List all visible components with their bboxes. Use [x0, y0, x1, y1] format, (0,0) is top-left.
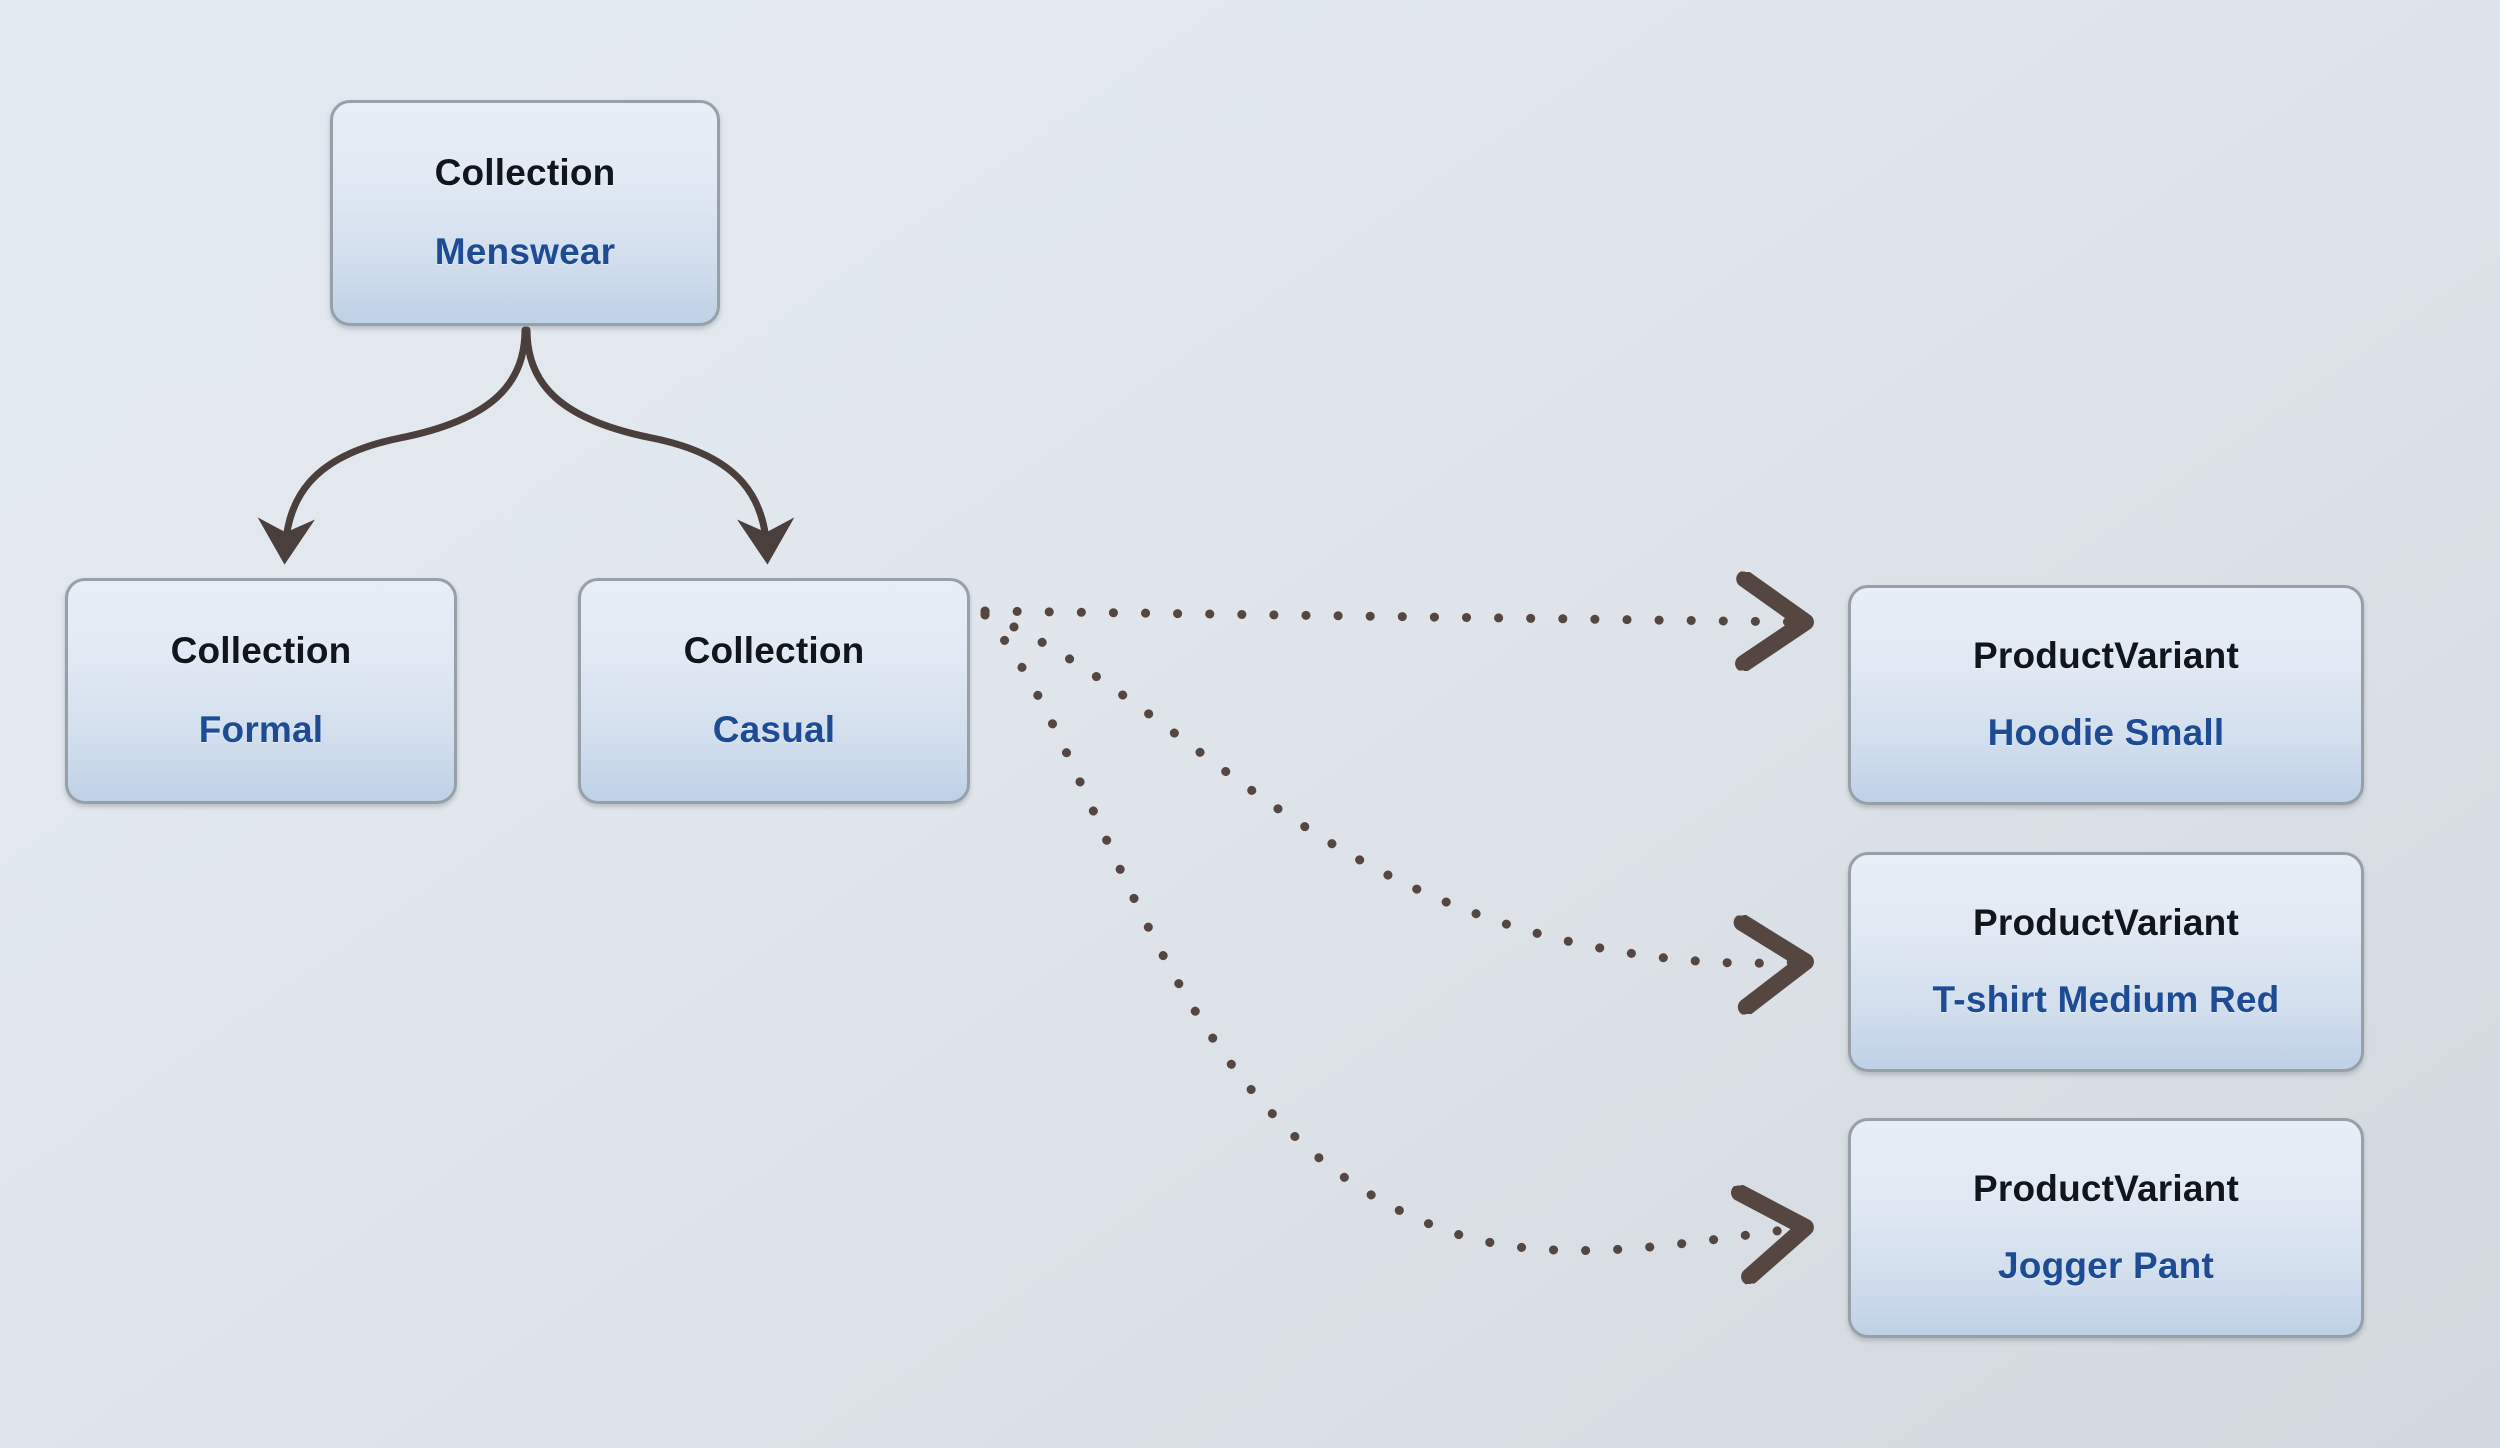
edge-casual-hoodie [980, 611, 1800, 622]
edge-casual-tshirt [980, 608, 1800, 963]
edge-casual-jogger [980, 610, 1800, 1251]
node-productvariant-tshirt-medium-red[interactable]: ProductVariant T-shirt Medium Red [1848, 852, 2364, 1072]
node-name-label: Casual [712, 709, 836, 750]
node-type-label: Collection [434, 152, 616, 194]
edge-menswear-formal [257, 326, 529, 565]
node-type-label: Collection [170, 630, 352, 672]
edge-menswear-casual [523, 326, 795, 565]
node-collection-casual[interactable]: Collection Casual [578, 578, 970, 804]
node-productvariant-jogger-pant[interactable]: ProductVariant Jogger Pant [1848, 1118, 2364, 1338]
node-type-label: ProductVariant [1973, 635, 2239, 677]
node-collection-menswear[interactable]: Collection Menswear [330, 100, 720, 326]
node-type-label: ProductVariant [1973, 902, 2239, 944]
node-productvariant-hoodie-small[interactable]: ProductVariant Hoodie Small [1848, 585, 2364, 805]
node-type-label: ProductVariant [1973, 1168, 2239, 1210]
node-name-label: T-shirt Medium Red [1932, 979, 2280, 1020]
node-collection-formal[interactable]: Collection Formal [65, 578, 457, 804]
node-name-label: Menswear [434, 231, 616, 272]
node-name-label: Formal [198, 709, 324, 750]
node-name-label: Hoodie Small [1987, 712, 2225, 753]
node-name-label: Jogger Pant [1997, 1245, 2215, 1286]
node-type-label: Collection [683, 630, 865, 672]
